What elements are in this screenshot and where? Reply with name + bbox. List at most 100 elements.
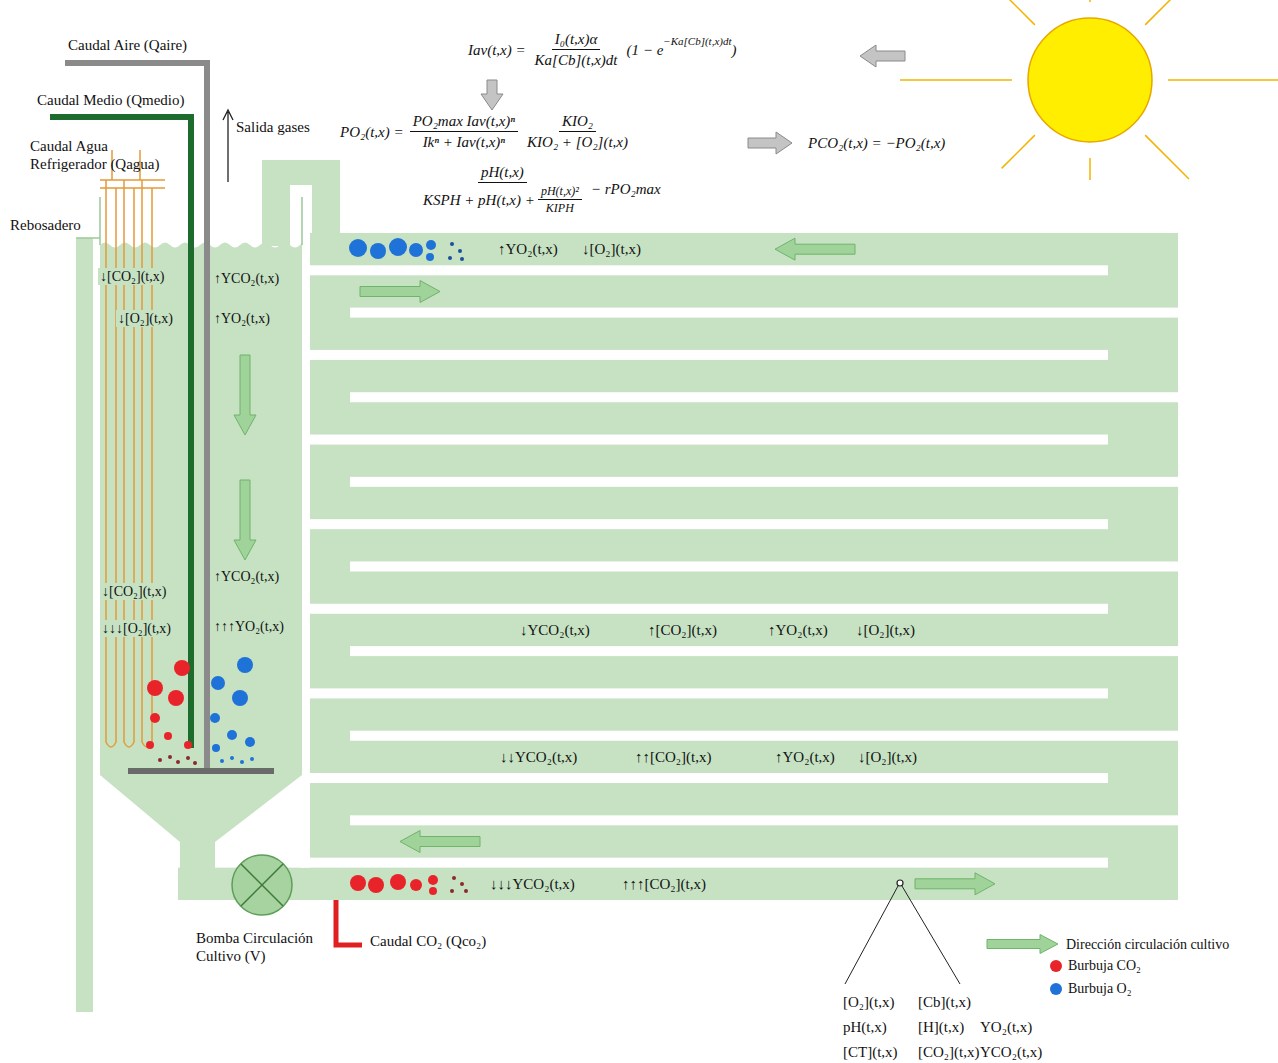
- legend-text: Burbuja CO₂: [1068, 957, 1141, 974]
- fraction: I₀(t,x)αKa[Cb](t,x)dt: [532, 30, 621, 69]
- legend-row: Burbuja CO₂: [1050, 957, 1141, 974]
- bubble: [450, 242, 454, 246]
- sun-ray: [1145, 135, 1189, 179]
- numerator: I₀(t,x)α: [552, 30, 601, 50]
- annotation: ↑YO₂(t,x): [775, 748, 835, 766]
- flow-arrow: [234, 355, 256, 435]
- tube-gap: [350, 731, 1200, 741]
- bubble: [460, 882, 464, 886]
- equation-term: −Ka[Cb](t,x)dt: [663, 35, 731, 47]
- denominator: Ikⁿ + Iav(t,x)ⁿ: [420, 132, 508, 151]
- flow-arrow: [915, 873, 995, 895]
- annotation: Caudal Aire (Qaire): [68, 36, 187, 54]
- legend-row: Dirección circulación cultivo: [985, 934, 1229, 954]
- bubble: [240, 760, 244, 764]
- equation-term: Ikⁿ + Iav(t,x)ⁿ: [423, 133, 505, 151]
- flow-arrow: [400, 831, 480, 853]
- tube-gap: [300, 858, 1108, 868]
- bubble: [410, 879, 422, 891]
- leader-line: [845, 886, 960, 984]
- annotation: YO₂(t,x): [980, 1018, 1032, 1036]
- equation: pH(t,x)KSPH + pH(t,x) +pH(t,x)²KIPH− rPO…: [420, 163, 661, 215]
- denominator: KIO₂ + [O₂](t,x): [524, 132, 631, 151]
- tube-gap: [350, 561, 1200, 571]
- tube-gap: [350, 646, 1200, 656]
- legend-swatch: [1050, 983, 1062, 995]
- legend-swatch: [1050, 960, 1062, 972]
- model-arrow: [481, 80, 503, 110]
- sun-disc: [1028, 18, 1152, 142]
- equation-term: KIO₂ + [O₂](t,x): [527, 133, 628, 151]
- bubble: [184, 741, 192, 749]
- annotation: ↓[O₂](t,x): [582, 240, 641, 258]
- sun: [900, 0, 1278, 180]
- sun-ray: [900, 79, 1012, 81]
- medium-pipe: [50, 117, 191, 748]
- sparger: [128, 768, 274, 774]
- gas-outlet-arrow: [223, 110, 233, 182]
- bubble: [370, 243, 386, 259]
- state-variable: ↓↓↓[O₂](t,x): [100, 620, 173, 637]
- overflow-lip: [76, 237, 100, 239]
- annotation: [Cb](t,x): [918, 993, 971, 1011]
- equation-group: (1 − e−Ka[Cb](t,x)dt): [627, 41, 737, 59]
- equation-term: I₀(t,x)α: [555, 30, 598, 48]
- equation-term: PO₂(t,x) =: [340, 123, 404, 141]
- bubble: [390, 874, 406, 890]
- fraction: pH(t,x)²KIPH: [538, 184, 582, 215]
- annotation: Caudal Agua Refrigerador (Qagua): [30, 137, 185, 173]
- state-variable: ↓[CO₂](t,x): [100, 583, 168, 600]
- annotation: Caudal Medio (Qmedio): [37, 91, 184, 109]
- annotation: ↓↓↓YCO₂(t,x): [490, 875, 575, 893]
- bubble: [227, 730, 237, 740]
- equation-term: Ka[Cb](t,x)dt: [535, 51, 618, 69]
- sun-ray: [1002, 135, 1035, 168]
- pump-label: Bomba Circulación Cultivo (V): [196, 929, 328, 965]
- bubble: [250, 757, 254, 761]
- tube-gap: [300, 519, 1108, 529]
- bubble: [168, 690, 184, 706]
- bubble: [458, 249, 462, 253]
- tube-gap: [350, 392, 1200, 402]
- bubble: [147, 680, 163, 696]
- tube-gap: [350, 308, 1200, 318]
- annotation: ↑↑↑[CO₂](t,x): [622, 875, 706, 893]
- state-variable: ↓[CO₂](t,x): [98, 268, 166, 285]
- bubble: [464, 889, 468, 893]
- bubble: [428, 875, 438, 885]
- sun-ray: [1089, 0, 1091, 2]
- state-variable: ↑↑↑YO₂(t,x): [212, 618, 286, 635]
- tube-gap: [300, 688, 1108, 698]
- equation-term: Iav(t,x) =: [468, 41, 526, 59]
- annotation: ↑YO₂(t,x): [768, 621, 828, 639]
- equation-term: KIPH: [546, 201, 574, 215]
- pump: Bomba Circulación Cultivo (V): [196, 853, 328, 965]
- sample-point: [897, 880, 903, 886]
- annotation: ↓[O₂](t,x): [858, 748, 917, 766]
- sun-ray: [1089, 158, 1091, 180]
- equation-term: ): [732, 41, 737, 59]
- annotation: Caudal CO₂ (Qco₂): [370, 932, 486, 950]
- bubble-column: [100, 243, 303, 871]
- bubble: [452, 876, 456, 880]
- annotation: ↓[O₂](t,x): [856, 621, 915, 639]
- equation-term: − rPO₂max: [591, 180, 661, 198]
- bubbles: [146, 238, 468, 895]
- bubble: [350, 875, 366, 891]
- flow-arrow: [775, 238, 855, 260]
- bubble: [212, 744, 220, 752]
- tube-gap: [350, 477, 1200, 487]
- annotation: [CT](t,x): [843, 1043, 898, 1061]
- numerator: KIO₂: [559, 112, 596, 132]
- state-variable: ↑YCO₂(t,x): [212, 270, 281, 287]
- pump-symbol: [196, 853, 328, 917]
- equation-term: pH(t,x): [481, 163, 524, 181]
- bubble: [210, 713, 220, 723]
- fraction: KIO₂KIO₂ + [O₂](t,x): [524, 112, 631, 151]
- state-variable: ↓[O₂](t,x): [116, 310, 175, 327]
- annotation: YCO₂(t,x): [980, 1043, 1042, 1061]
- state-variable: ↑YCO₂(t,x): [212, 568, 281, 585]
- equation: PCO₂(t,x) = −PO₂(t,x): [808, 134, 945, 152]
- bubble: [186, 756, 190, 760]
